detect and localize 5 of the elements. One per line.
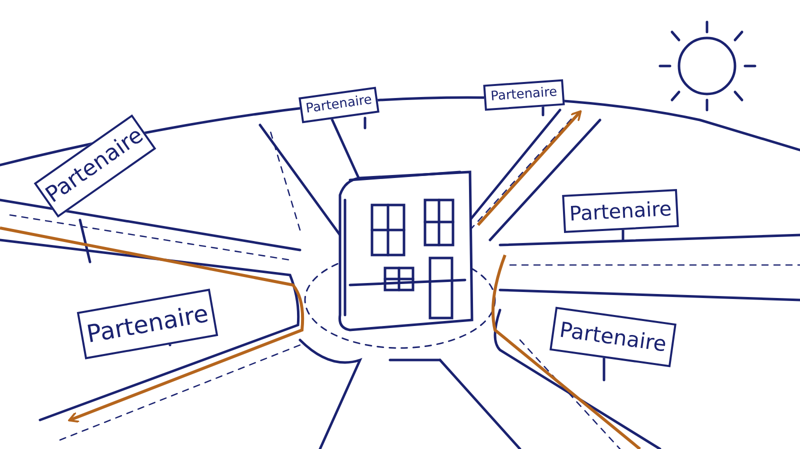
partner-sign: Partenaire — [550, 306, 676, 368]
partner-sign: Partenaire — [562, 189, 679, 233]
partner-sign: Partenaire — [483, 79, 565, 111]
partner-sign: Partenaire — [298, 86, 380, 124]
partner-sign: Partenaire — [76, 288, 218, 360]
